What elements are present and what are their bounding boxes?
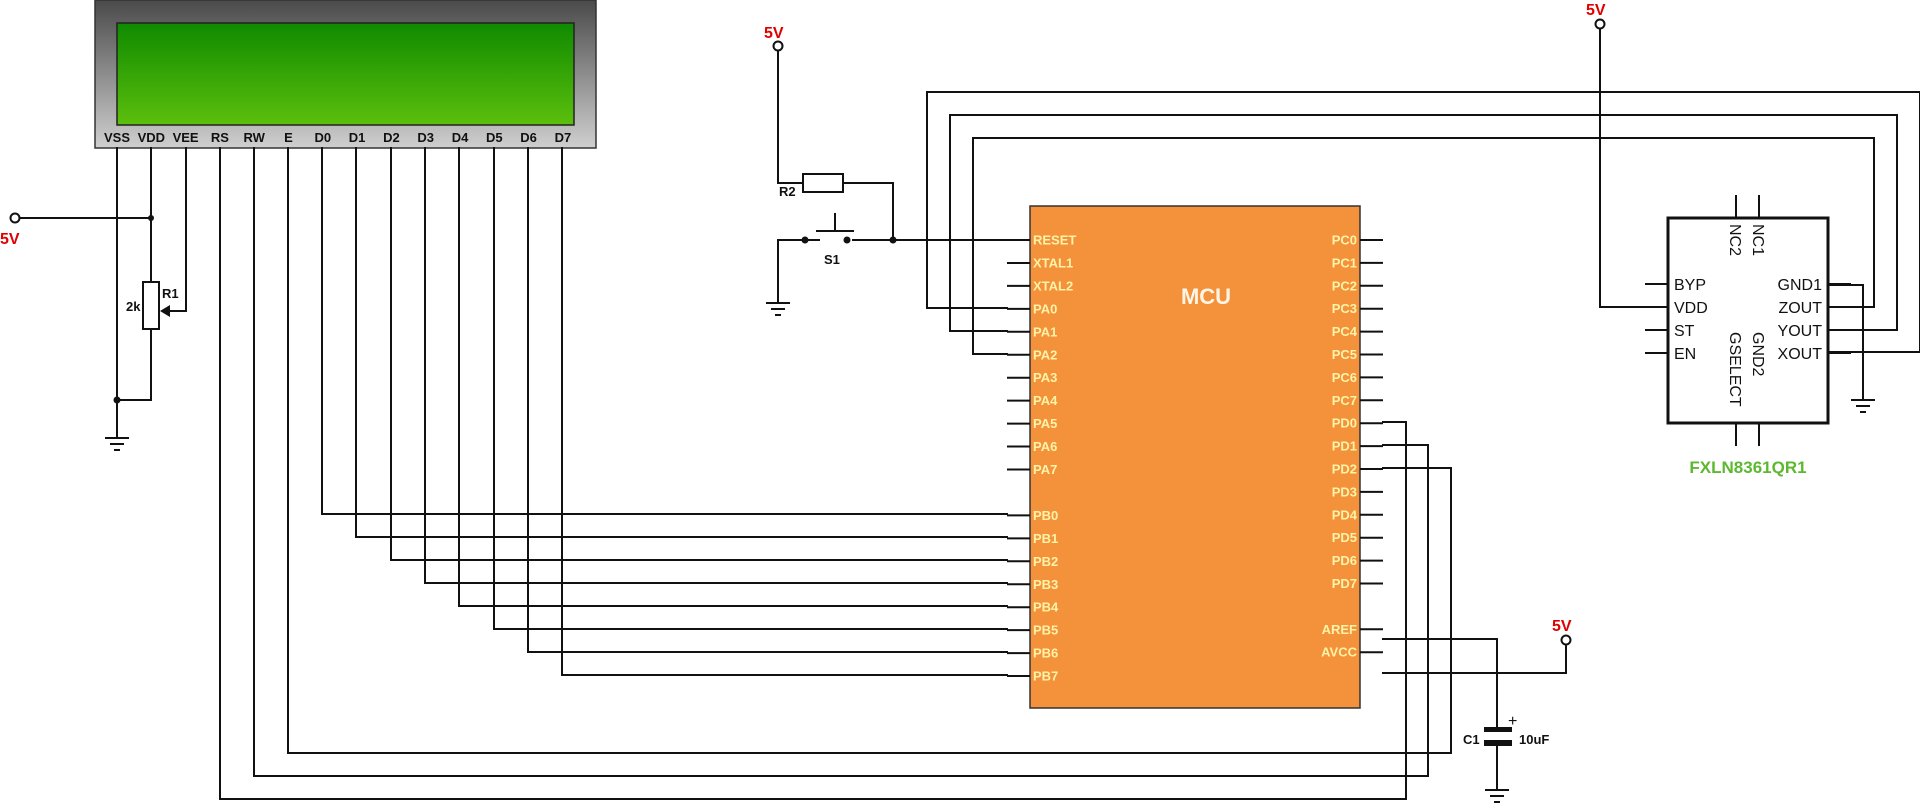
power-label-reset: 5V xyxy=(764,25,784,42)
sensor-pin-nc1: NC1 xyxy=(1749,224,1766,256)
sensor-name: FXLN8361QR1 xyxy=(1689,458,1806,477)
mcu-pin-pa6: PA6 xyxy=(1033,439,1057,454)
mcu-pin-reset: RESET xyxy=(1033,233,1076,248)
power-terminals: 5V 5V 5V 5V xyxy=(0,2,1606,646)
mcu-pin-avcc: AVCC xyxy=(1321,645,1357,660)
mcu-pin-pa0: PA0 xyxy=(1033,301,1057,316)
mcu-pin-pd4: PD4 xyxy=(1332,507,1358,522)
mcu-pin-pa5: PA5 xyxy=(1033,416,1057,431)
mcu-pin-pa7: PA7 xyxy=(1033,462,1057,477)
sensor-pin-vdd: VDD xyxy=(1674,300,1708,317)
lcd-pin-vss: VSS xyxy=(104,130,130,145)
mcu-pin-pc6: PC6 xyxy=(1332,370,1357,385)
lcd-display: VSS VDD VEE RS RW E D0 D1 D2 D3 D4 D5 D6 D7 xyxy=(94,0,597,149)
lcd-pin-d5: D5 xyxy=(486,130,503,145)
r1-wiper-arrow xyxy=(160,305,170,317)
mcu-pin-pb5: PB5 xyxy=(1033,623,1058,638)
lcd-pin-d4: D4 xyxy=(452,130,469,145)
sensor-pin-yout: YOUT xyxy=(1778,323,1823,340)
r1-value: 2k xyxy=(126,299,141,314)
mcu-pin-xtal2: XTAL2 xyxy=(1033,278,1073,293)
c1-ref: C1 xyxy=(1463,732,1480,747)
mcu-pin-pb1: PB1 xyxy=(1033,531,1058,546)
mcu-pin-pd1: PD1 xyxy=(1332,439,1357,454)
lcd-pin-labels: VSS VDD VEE RS RW E D0 D1 D2 D3 D4 D5 D6 D7 xyxy=(104,130,571,145)
mcu-pin-pa2: PA2 xyxy=(1033,347,1057,362)
wires xyxy=(18,23,1920,800)
r2-ref: R2 xyxy=(779,184,796,199)
svg-text:+: + xyxy=(1508,713,1517,730)
mcu-pin-pd2: PD2 xyxy=(1332,462,1357,477)
lcd-pin-d0: D0 xyxy=(314,130,331,145)
mcu-pin-pb0: PB0 xyxy=(1033,508,1058,523)
mcu-title: MCU xyxy=(1181,284,1231,309)
mcu-pin-pc5: PC5 xyxy=(1332,347,1357,362)
ground-symbols xyxy=(105,302,1875,803)
sensor-pin-gnd2: GND2 xyxy=(1749,332,1766,377)
mcu-pin-pb6: PB6 xyxy=(1033,646,1058,661)
lcd-pin-rw: RW xyxy=(243,130,265,145)
lcd-pin-d6: D6 xyxy=(520,130,537,145)
mcu-pin-pc1: PC1 xyxy=(1332,255,1357,270)
mcu-pin-pd7: PD7 xyxy=(1332,576,1357,591)
mcu-pin-pc3: PC3 xyxy=(1332,301,1357,316)
mcu-pin-pa4: PA4 xyxy=(1033,393,1058,408)
mcu-pin-pa3: PA3 xyxy=(1033,370,1057,385)
lcd-pin-rs: RS xyxy=(211,130,229,145)
mcu-chip: MCU RESET XTAL1XTAL2PA0PA1PA2PA3PA4PA5PA6… xyxy=(1007,205,1383,709)
lcd-pin-vdd: VDD xyxy=(138,130,165,145)
c1-value: 10uF xyxy=(1519,732,1549,747)
lcd-pin-d1: D1 xyxy=(349,130,366,145)
lcd-pin-d7: D7 xyxy=(555,130,572,145)
capacitor-c1: + xyxy=(1484,713,1517,748)
mcu-pin-pd5: PD5 xyxy=(1332,530,1357,545)
mcu-pin-pb3: PB3 xyxy=(1033,577,1058,592)
mcu-pin-pd3: PD3 xyxy=(1332,484,1357,499)
lcd-pin-e: E xyxy=(284,130,293,145)
mcu-pin-pc2: PC2 xyxy=(1332,278,1357,293)
sensor-pin-nc2: NC2 xyxy=(1726,224,1743,256)
mcu-right-pins: PC0PC1PC2PC3PC4PC5PC6PC7PD0PD1PD2PD3PD4P… xyxy=(1321,233,1383,660)
mcu-pin-pd6: PD6 xyxy=(1332,553,1357,568)
resistor-r1 xyxy=(142,281,160,330)
lcd-pin-d2: D2 xyxy=(383,130,400,145)
mcu-pin-pc7: PC7 xyxy=(1332,393,1357,408)
mcu-pin-pc0: PC0 xyxy=(1332,233,1357,248)
mcu-pin-pc4: PC4 xyxy=(1332,324,1358,339)
power-label-avcc: 5V xyxy=(1552,618,1572,635)
power-label-lcd: 5V xyxy=(0,231,20,248)
mcu-pin-pd0: PD0 xyxy=(1332,416,1357,431)
mcu-pin-aref: AREF xyxy=(1322,622,1357,637)
sensor-pin-en: EN xyxy=(1674,346,1696,363)
mcu-left-pins: RESET XTAL1XTAL2PA0PA1PA2PA3PA4PA5PA6PA7P… xyxy=(1007,233,1076,684)
mcu-pin-pa1: PA1 xyxy=(1033,324,1057,339)
mcu-pin-pb4: PB4 xyxy=(1033,600,1059,615)
resistor-r2 xyxy=(802,173,844,193)
mcu-pin-xtal1: XTAL1 xyxy=(1033,255,1073,270)
power-label-sensor: 5V xyxy=(1586,2,1606,19)
sensor-pin-gnd1: GND1 xyxy=(1778,277,1823,294)
sensor-pin-byp: BYP xyxy=(1674,277,1706,294)
s1-ref: S1 xyxy=(824,252,840,267)
sensor-pin-st: ST xyxy=(1674,323,1695,340)
r1-ref: R1 xyxy=(162,286,179,301)
sensor-pin-gselect: GSELECT xyxy=(1726,332,1743,407)
lcd-pin-d3: D3 xyxy=(417,130,434,145)
lcd-pin-vee: VEE xyxy=(173,130,199,145)
sensor-pin-xout: XOUT xyxy=(1778,346,1823,363)
mcu-pin-pb7: PB7 xyxy=(1033,669,1058,684)
mcu-pin-pb2: PB2 xyxy=(1033,554,1058,569)
sensor-pin-zout: ZOUT xyxy=(1778,300,1822,317)
